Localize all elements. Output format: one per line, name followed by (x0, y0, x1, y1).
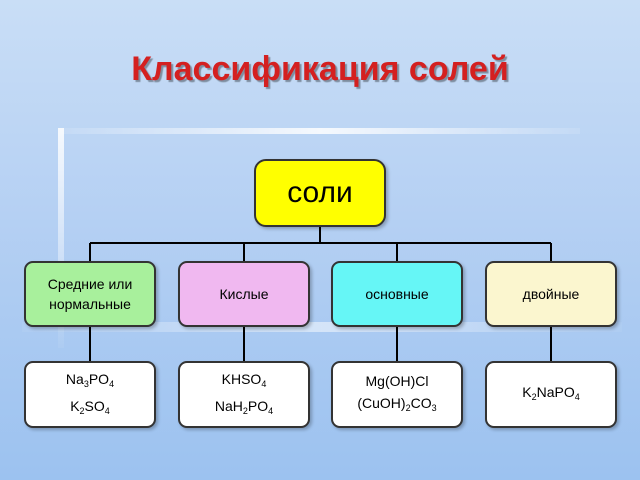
formula-part: (CuOH) (357, 395, 406, 411)
decorative-highlight-left (58, 128, 64, 348)
formula-text: Mg(OH)Cl (366, 370, 429, 392)
root-node-salts: соли (254, 159, 386, 227)
category-node-normal: Средние или нормальные (24, 261, 156, 327)
page-title: Классификация солей (131, 50, 509, 88)
formula-part: PO (247, 397, 269, 414)
formula-part: K (522, 384, 532, 400)
formula-text: K2SO4 (70, 395, 110, 422)
category-node-acidic: Кислые (178, 261, 310, 327)
formula-part: SO (84, 397, 105, 414)
formula-part: NaPO (536, 384, 575, 400)
formula-subscript: 2 (242, 405, 248, 416)
formula-subscript: 3 (431, 403, 437, 413)
decorative-highlight-mid (22, 322, 622, 332)
formula-subscript: 4 (104, 405, 110, 416)
formula-part: K (70, 397, 80, 414)
formula-subscript: 2 (531, 392, 537, 402)
formula-text: NaH2PO4 (215, 395, 273, 422)
formula-part: KHSO (221, 370, 262, 387)
formula-subscript: 4 (109, 378, 115, 389)
example-box-double: K2NaPO4 (485, 361, 617, 428)
decorative-highlight-top (60, 128, 580, 134)
formula-part: PO (88, 370, 110, 387)
formula-part: CO (410, 395, 432, 411)
formula-subscript: 2 (405, 403, 411, 413)
category-node-basic: основные (331, 261, 463, 327)
formula-subscript: 3 (83, 378, 89, 389)
formula-text: (CuOH)2CO3 (357, 392, 436, 419)
formula-subscript: 4 (268, 405, 274, 416)
example-box-basic: Mg(OH)Cl (CuOH)2CO3 (331, 361, 463, 428)
category-node-double: двойные (485, 261, 617, 327)
formula-part: NaH (214, 397, 243, 414)
formula-subscript: 2 (79, 405, 85, 416)
formula-part: Mg(OH)Cl (365, 373, 429, 389)
formula-subscript: 4 (261, 378, 267, 389)
formula-text: K2NaPO4 (522, 381, 580, 408)
formula-part: Na (65, 370, 84, 387)
formula-text: KHSO4 (222, 368, 267, 395)
formula-subscript: 4 (574, 392, 580, 402)
formula-text: Na3PO4 (66, 368, 114, 395)
